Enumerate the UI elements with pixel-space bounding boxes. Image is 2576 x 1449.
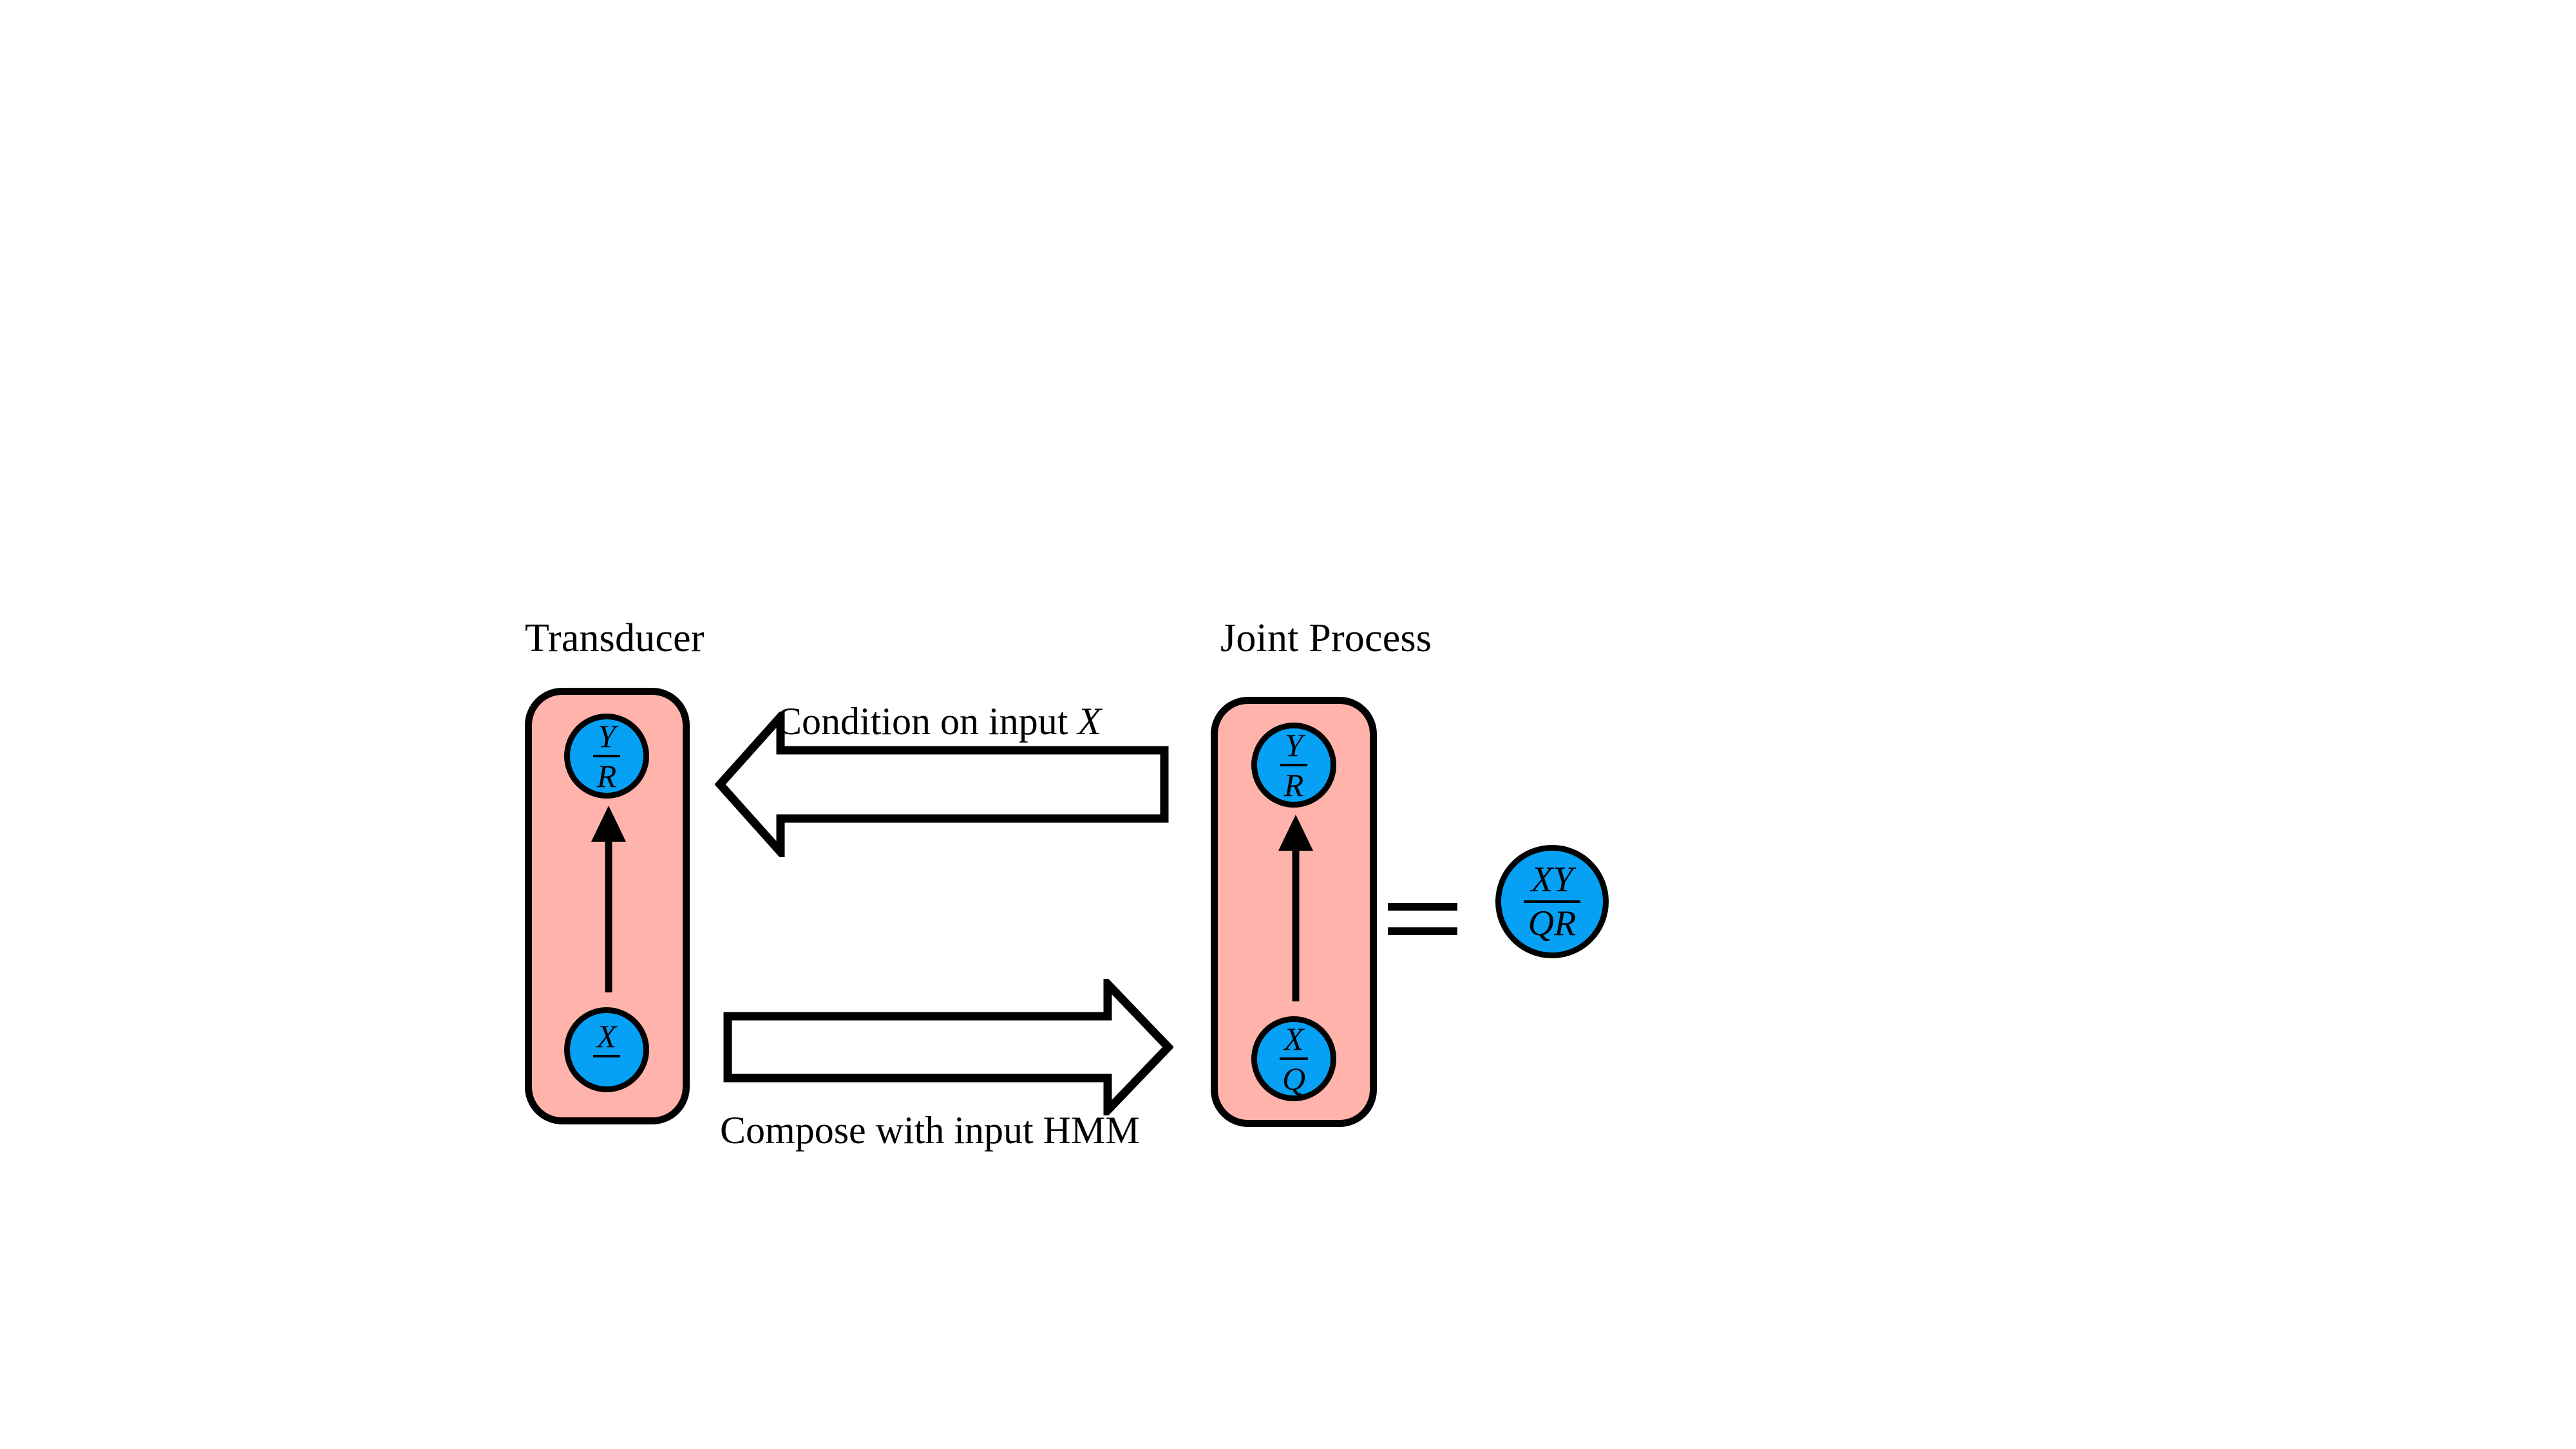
equals-bar-top bbox=[1388, 903, 1457, 911]
joint-process-transition-arrow-icon bbox=[1278, 815, 1313, 1001]
result-node-numerator: XY bbox=[1531, 860, 1573, 900]
joint-process-node-top-fraction: Y R bbox=[1280, 729, 1307, 801]
result-node-denominator: QR bbox=[1528, 904, 1577, 943]
transducer-node-bottom-fraction: X bbox=[593, 1020, 620, 1080]
equals-bar-bottom bbox=[1388, 927, 1457, 935]
joint-process-panel-title: Joint Process bbox=[1220, 616, 1432, 660]
transducer-node-top-fraction: Y R bbox=[593, 720, 620, 792]
condition-on-input-block-arrow-icon[interactable] bbox=[715, 712, 1170, 857]
transducer-node-top[interactable]: Y R bbox=[564, 714, 649, 799]
fraction-bar bbox=[593, 1054, 620, 1057]
transducer-node-top-denominator: R bbox=[596, 758, 617, 794]
joint-process-node-top-denominator: R bbox=[1283, 767, 1304, 803]
transducer-node-bottom-denominator bbox=[604, 1060, 609, 1080]
joint-process-node-top[interactable]: Y R bbox=[1251, 723, 1336, 808]
fraction-bar bbox=[1524, 900, 1580, 903]
joint-process-node-bottom-numerator: X bbox=[1283, 1021, 1304, 1057]
condition-on-input-label: Condition on input X bbox=[776, 702, 1101, 741]
joint-process-node-bottom-denominator: Q bbox=[1282, 1061, 1306, 1097]
compose-with-input-hmm-label: Compose with input HMM bbox=[720, 1109, 1140, 1151]
condition-label-variable: X bbox=[1077, 700, 1102, 743]
transducer-node-top-numerator: Y bbox=[598, 718, 616, 754]
result-node[interactable]: XY QR bbox=[1495, 845, 1609, 958]
equals-sign bbox=[1388, 871, 1459, 935]
joint-process-node-bottom[interactable]: X Q bbox=[1251, 1016, 1336, 1101]
joint-process-node-bottom-fraction: X Q bbox=[1279, 1021, 1309, 1097]
transducer-panel-title: Transducer bbox=[525, 616, 705, 660]
transducer-node-bottom[interactable]: X bbox=[564, 1007, 649, 1092]
transducer-node-bottom-numerator: X bbox=[596, 1018, 617, 1054]
joint-process-node-top-numerator: Y bbox=[1285, 727, 1303, 763]
result-node-fraction: XY QR bbox=[1524, 862, 1580, 942]
fraction-bar bbox=[1280, 764, 1307, 766]
fraction-bar bbox=[1279, 1057, 1309, 1060]
transducer-transition-arrow-icon bbox=[591, 806, 626, 992]
condition-label-text: Condition on input bbox=[776, 700, 1078, 743]
fraction-bar bbox=[593, 755, 620, 757]
compose-with-input-hmm-block-arrow-icon[interactable] bbox=[723, 979, 1173, 1115]
